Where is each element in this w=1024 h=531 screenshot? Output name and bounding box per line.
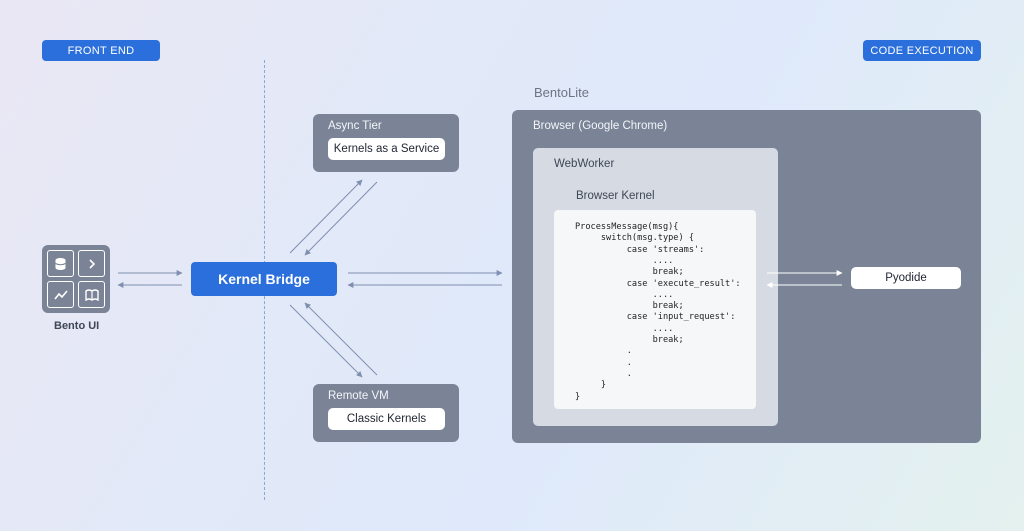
pyodide-chip: Pyodide [851,267,961,289]
notebook-icon [78,281,105,308]
code-execution-label: CODE EXECUTION [863,40,981,61]
code-line: switch(msg.type) { [575,233,694,244]
code-line: case 'streams': [575,244,705,255]
remote-vm-box: Remote VM Classic Kernels [313,384,459,442]
code-line: .... [575,323,674,334]
code-line: ProcessMessage(msg){ [575,222,679,232]
browser-kernel-title: Browser Kernel [576,190,655,202]
code-line: case 'execute_result': [575,278,741,289]
kernel-bridge-box: Kernel Bridge [191,262,337,296]
code-line: break; [575,335,684,345]
kernels-as-a-service-chip: Kernels as a Service [328,138,445,160]
code-line: . [575,368,632,379]
bento-ui-icon [42,245,110,313]
database-icon [47,250,74,277]
code-line: } [575,380,607,391]
arrow-remote-to-bridge [304,302,378,376]
chevron-right-icon [78,250,105,277]
bentolite-label: BentoLite [534,85,589,100]
code-box: ProcessMessage(msg){ switch(msg.type) { … [554,210,756,409]
code-line: case 'input_request': [575,312,736,323]
code-line: . [575,346,632,357]
code-line: } [575,391,581,402]
remote-vm-title: Remote VM [328,390,389,402]
async-tier-box: Async Tier Kernels as a Service [313,114,459,172]
front-end-label: FRONT END [42,40,160,61]
classic-kernels-chip: Classic Kernels [328,408,445,430]
browser-title: Browser (Google Chrome) [533,120,668,132]
code-line: . [575,357,632,368]
async-tier-title: Async Tier [328,120,382,132]
code-line: .... [575,289,674,300]
webworker-title: WebWorker [554,158,615,170]
line-chart-icon [47,281,74,308]
arrow-bridge-to-async [289,179,363,254]
arrow-async-to-bridge [304,181,378,256]
code-line: break; [575,301,684,312]
arrow-bridge-to-remote [289,304,363,378]
code-line: break; [575,267,684,278]
code-line: .... [575,255,674,266]
bento-ui-label: Bento UI [54,320,100,332]
